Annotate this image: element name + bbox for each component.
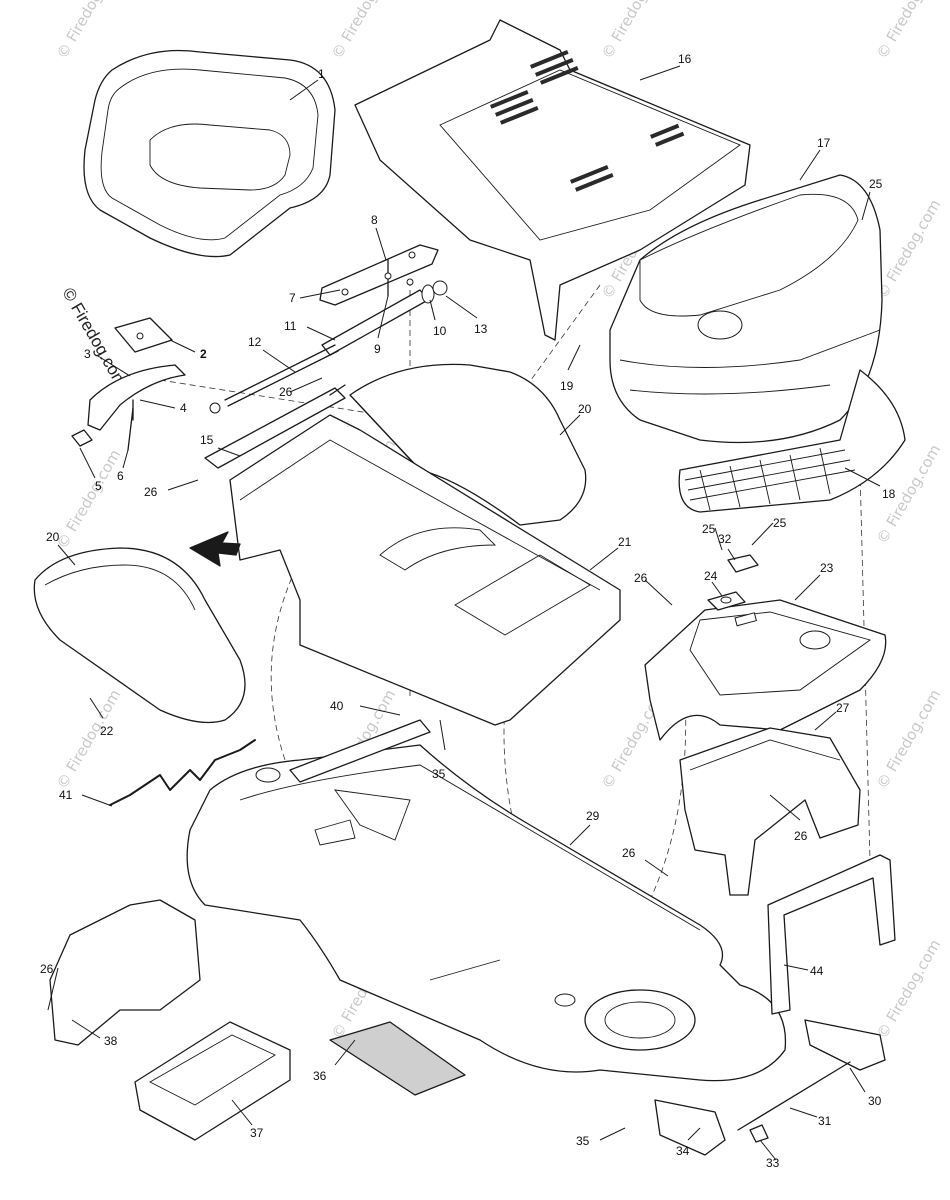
watermark-17: © Firedog.com	[873, 936, 944, 1042]
callout-11: 11	[284, 319, 297, 333]
watermark-4: © Firedog.com	[873, 0, 944, 62]
direction-arrow	[189, 531, 241, 567]
callout-27: 27	[836, 701, 850, 715]
callout-12: 12	[248, 335, 262, 349]
callout-25a: 25	[869, 177, 883, 191]
callout-13: 13	[474, 322, 488, 336]
callout-10: 10	[433, 324, 447, 338]
callout-37: 37	[250, 1126, 264, 1140]
callout-29: 29	[586, 809, 600, 823]
callout-25b: 25	[702, 522, 716, 536]
frame-body-part	[229, 414, 621, 726]
callout-33: 33	[766, 1156, 780, 1170]
callout-31: 31	[818, 1114, 832, 1128]
watermark-7: © Firedog.com	[873, 196, 944, 302]
shift-rod-assembly	[209, 244, 448, 414]
bracket-44	[767, 854, 896, 1015]
callout-26d: 26	[794, 829, 808, 843]
watermark-2: © Firedog.com	[328, 0, 399, 62]
watermark-3: © Firedog.com	[598, 0, 669, 62]
callout-30: 30	[868, 1094, 882, 1108]
strip-40	[289, 719, 431, 783]
hood-part	[609, 174, 883, 444]
pad-36	[329, 1021, 466, 1096]
watermark-13: © Firedog.com	[873, 686, 944, 792]
callout-8: 8	[371, 213, 378, 227]
dash-panel-part	[644, 599, 887, 741]
callout-41: 41	[59, 788, 73, 802]
callout-35a: 35	[432, 767, 446, 781]
rear-body-part	[354, 19, 751, 341]
callout-26e: 26	[622, 846, 636, 860]
panel-38	[49, 899, 201, 1046]
callout-22: 22	[100, 724, 114, 738]
callout-20b: 20	[46, 530, 60, 544]
callout-36: 36	[313, 1069, 327, 1083]
callout-5: 5	[95, 479, 102, 493]
bracket-assembly-left	[71, 317, 186, 451]
callout-40: 40	[330, 699, 344, 713]
callout-20a: 20	[578, 402, 592, 416]
watermark-10: © Firedog.com	[53, 686, 124, 792]
callout-15: 15	[200, 433, 214, 447]
callout-23: 23	[820, 561, 834, 575]
bracket-27	[679, 727, 861, 896]
callout-9: 9	[374, 342, 381, 356]
bracket-15	[204, 384, 346, 469]
callout-26f: 26	[40, 962, 54, 976]
callout-26b: 26	[144, 485, 158, 499]
wire-41	[109, 739, 256, 806]
vent-slots	[490, 50, 685, 192]
callout-34: 34	[676, 1144, 690, 1158]
callout-35b: 35	[576, 1134, 590, 1148]
callout-18: 18	[882, 487, 896, 501]
right-fender-part	[349, 363, 587, 526]
callout-25c: 25	[773, 516, 787, 530]
main-frame-part	[186, 744, 787, 1082]
copyright-label: © Firedog.com	[59, 285, 131, 391]
callout-17: 17	[817, 136, 831, 150]
watermark-1: © Firedog.com	[53, 0, 124, 62]
callout-3: 3	[84, 347, 91, 361]
callout-7: 7	[289, 291, 296, 305]
callout-26c: 26	[634, 571, 648, 585]
callout-21: 21	[618, 535, 632, 549]
callout-38: 38	[104, 1034, 118, 1048]
callout-16: 16	[678, 52, 692, 66]
callout-labels: 1 2 3 4 5 6 7 8 9 10 11 12 13 15 16 17 1…	[40, 52, 896, 1170]
watermark-8: © Firedog.com	[53, 446, 124, 552]
callout-19: 19	[560, 379, 574, 393]
callout-44: 44	[810, 964, 824, 978]
callout-2: 2	[200, 347, 207, 361]
callout-6: 6	[117, 469, 124, 483]
rear-bracket-assembly	[654, 1019, 886, 1156]
callout-1: 1	[318, 67, 325, 81]
seat-part	[83, 49, 336, 258]
callout-4: 4	[180, 401, 187, 415]
leader-lines	[47, 65, 881, 1161]
tray-37	[134, 1021, 291, 1141]
callout-24: 24	[704, 569, 718, 583]
callout-26a: 26	[279, 385, 293, 399]
left-fender-part	[33, 547, 246, 724]
small-fasteners-top	[707, 554, 759, 611]
grille-part	[678, 369, 906, 513]
callout-32: 32	[718, 532, 732, 546]
